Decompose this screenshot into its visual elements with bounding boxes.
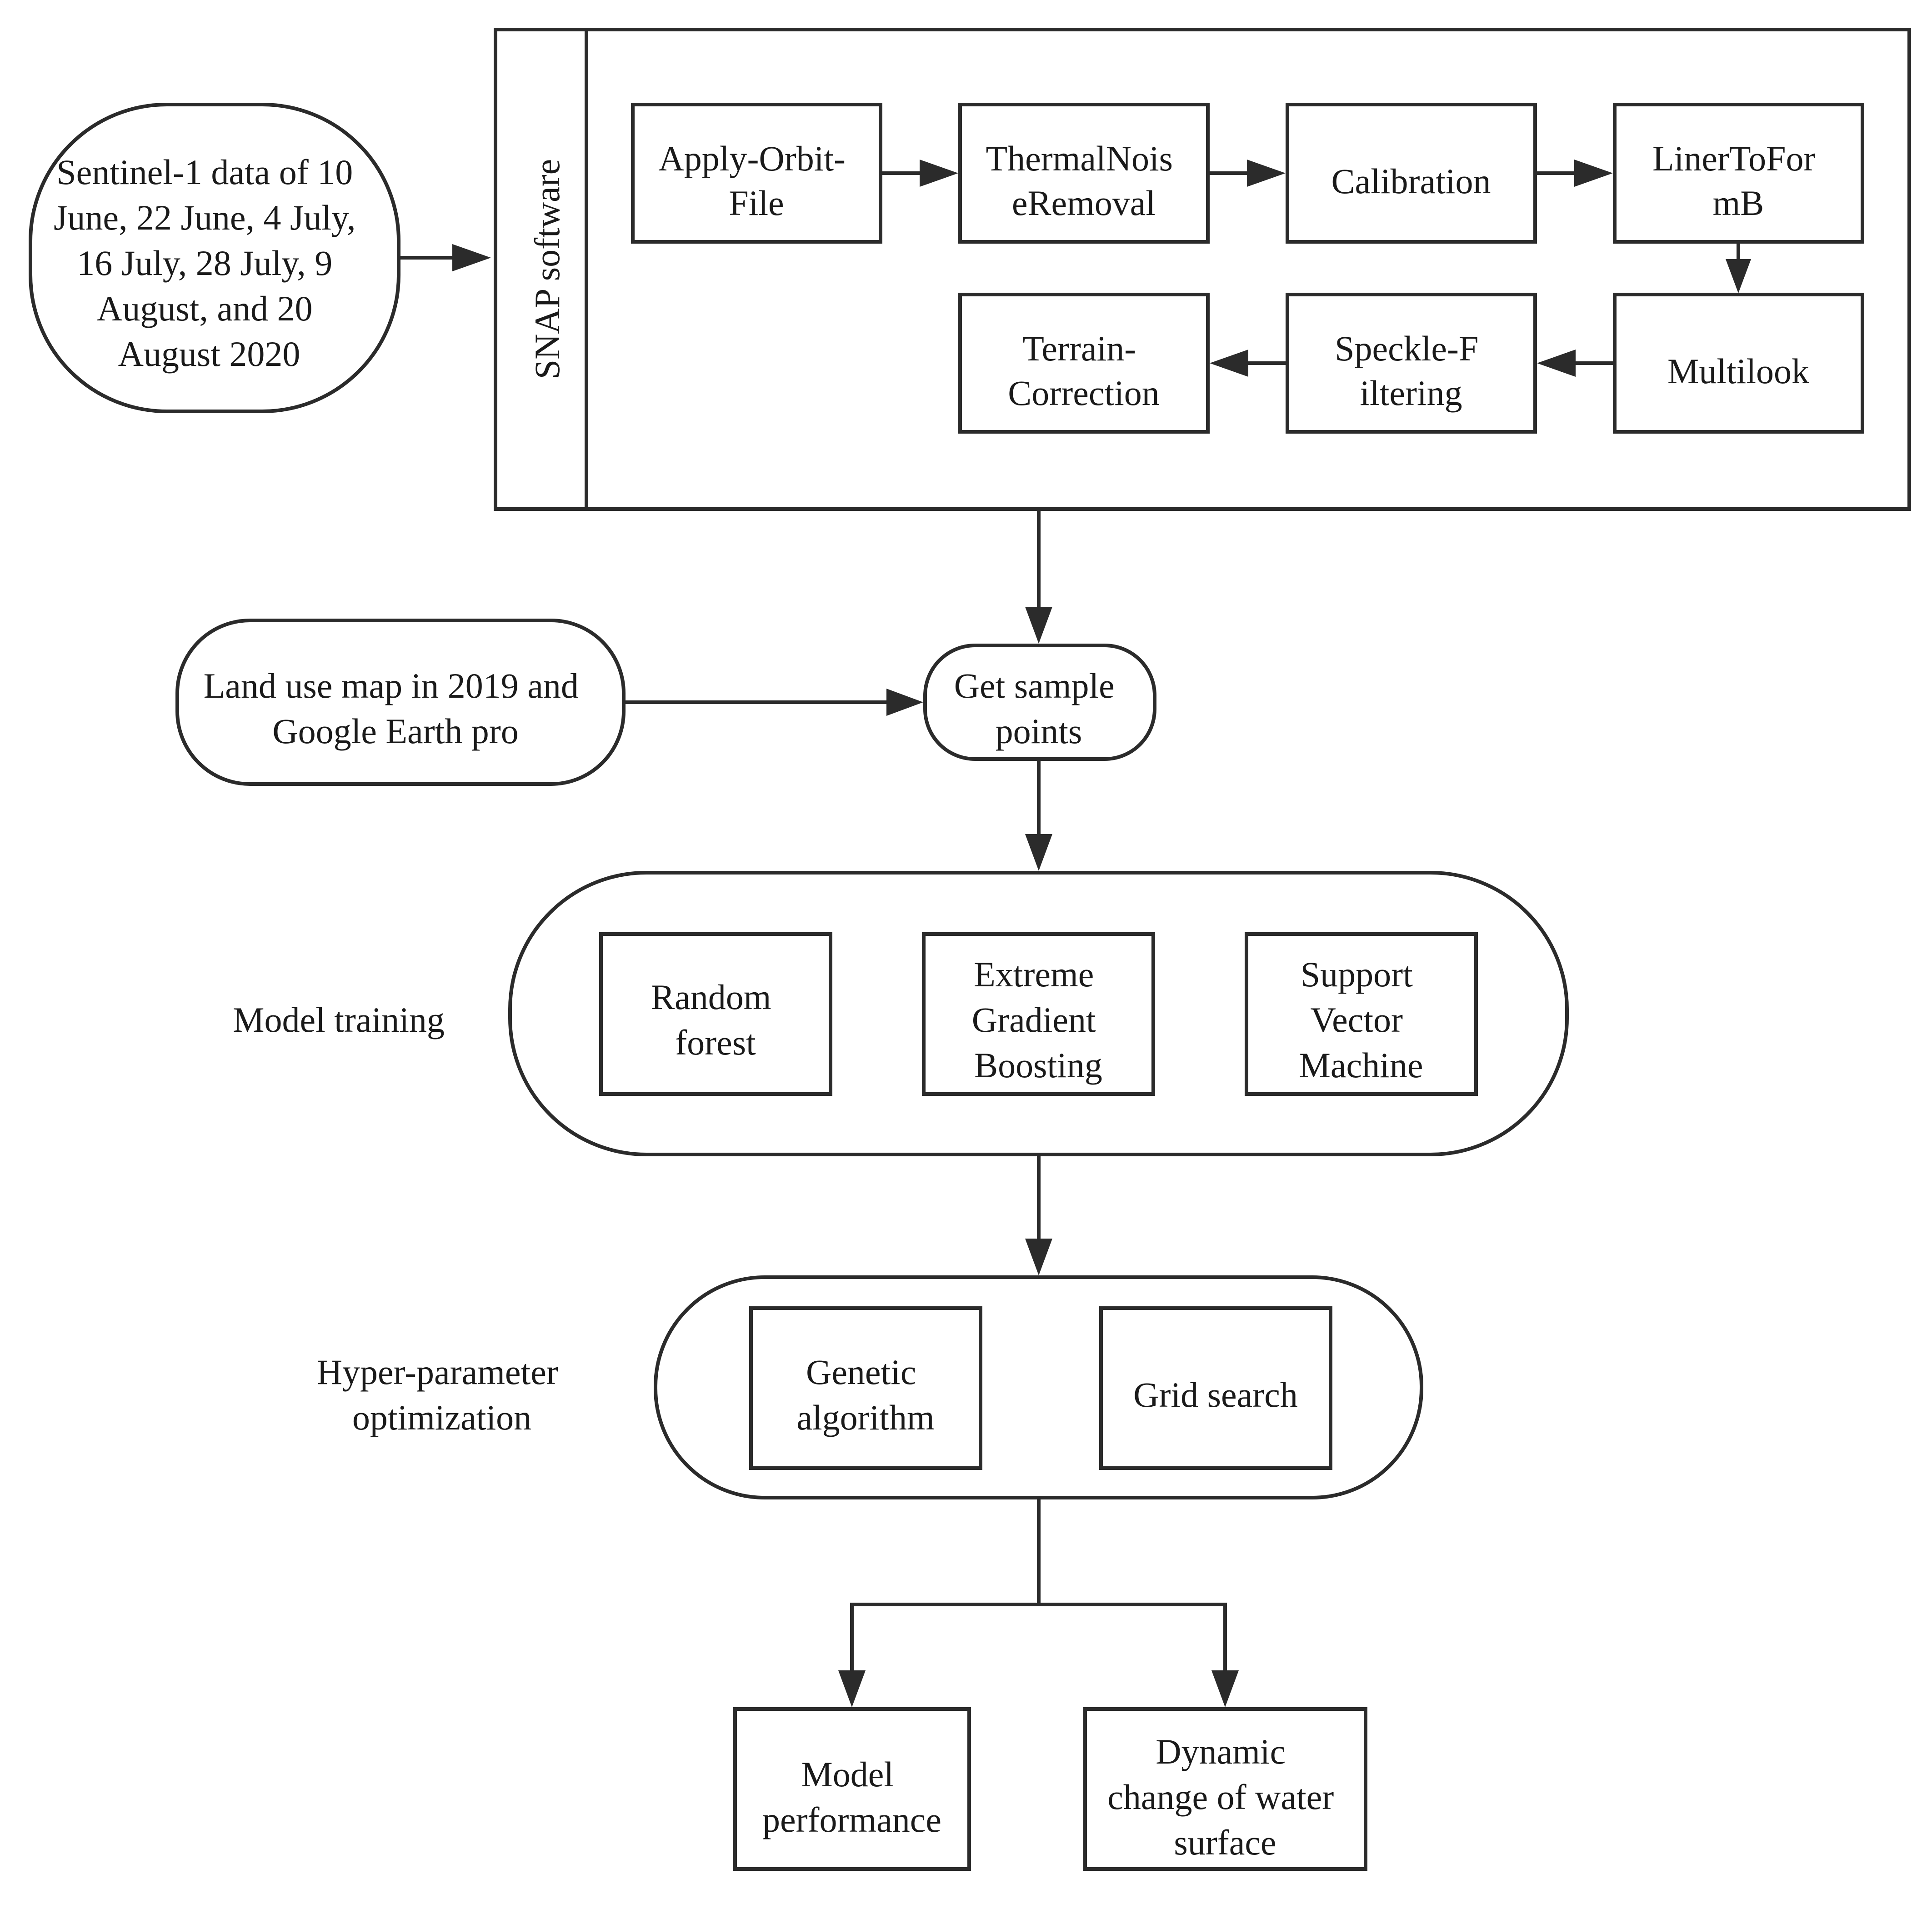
snap-step-terrain-correction: Terrain- Correction bbox=[958, 293, 1210, 434]
svg-text:LinerToFor mB: LinerToFor mB bbox=[1652, 139, 1824, 223]
source-label: Sentinel-1 data of 10 June, 22 June, 4 J… bbox=[54, 152, 365, 374]
output-dynamic-change-water-surface: Dynamic change of water surface bbox=[1083, 1707, 1367, 1871]
arrow-calibration-to-db bbox=[1535, 160, 1613, 187]
arrow-db-to-multilook bbox=[1726, 242, 1751, 293]
snap-step-multilook: Multilook bbox=[1613, 293, 1864, 434]
model-extreme-gradient-boosting: Extreme Gradient Boosting bbox=[922, 932, 1155, 1096]
model-training-label: Model training bbox=[233, 1000, 445, 1039]
sample-points-node: Get sample points bbox=[923, 644, 1156, 761]
snap-container: SNAP software bbox=[494, 28, 1911, 511]
svg-text:Grid search: Grid search bbox=[1133, 1375, 1298, 1414]
model-support-vector-machine: Support Vector Machine bbox=[1245, 932, 1478, 1096]
svg-text:Multilook: Multilook bbox=[1667, 351, 1809, 391]
model-random-forest: Random forest bbox=[599, 932, 832, 1096]
arrow-thermal-to-calibration bbox=[1208, 160, 1286, 187]
arrow-training-to-optimization bbox=[1025, 1154, 1052, 1275]
snap-title: SNAP software bbox=[527, 159, 567, 380]
arrow-speckle-to-terrain bbox=[1210, 350, 1287, 377]
svg-text:Genetic algorithm: Genetic algorithm bbox=[796, 1352, 934, 1437]
landuse-node: Land use map in 2019 and Google Earth pr… bbox=[175, 619, 626, 786]
arrow-optimization-to-outputs bbox=[838, 1498, 1239, 1707]
svg-text:Land use map in 2019 and: Land use map in 2019 and Google Earth pr… bbox=[204, 666, 588, 751]
svg-text:Terrain- Correction: Terrain- Correction bbox=[1008, 329, 1160, 413]
output-model-performance: Model performance bbox=[733, 1707, 971, 1871]
svg-text:Extreme Gradient B: Extreme Gradient Boosting bbox=[972, 955, 1105, 1085]
svg-text:Apply-Orbit- File: Apply-Orbit- File bbox=[658, 139, 854, 223]
svg-text:Random forest: Random forest bbox=[651, 977, 780, 1062]
arrow-landuse-to-sample bbox=[624, 689, 923, 716]
arrow-snap-to-sample bbox=[1025, 509, 1052, 644]
snap-step-speckle-filtering: Speckle-F iltering bbox=[1286, 293, 1537, 434]
snap-step-liner-to-from-db: LinerToFor mB bbox=[1613, 103, 1864, 244]
svg-text:Calibration: Calibration bbox=[1331, 161, 1491, 201]
svg-text:Get sample points: Get sample points bbox=[954, 666, 1124, 751]
svg-text:Speckle-F iltering: Speckle-F iltering bbox=[1335, 329, 1487, 413]
svg-text:ThermalNois eRemoval: ThermalNois eRemoval bbox=[986, 139, 1181, 223]
snap-step-apply-orbit-file: Apply-Orbit- File bbox=[631, 103, 882, 244]
svg-text:Model performance: Model performance bbox=[762, 1754, 941, 1839]
snap-step-calibration: Calibration bbox=[1286, 103, 1537, 244]
arrow-source-to-snap bbox=[399, 244, 491, 271]
optimization-label: Hyper-parameter optimization bbox=[317, 1352, 567, 1437]
arrow-sample-to-training bbox=[1025, 759, 1052, 871]
method-genetic-algorithm: Genetic algorithm bbox=[749, 1306, 982, 1470]
svg-text:Dynamic change of water: Dynamic change of water surface bbox=[1107, 1732, 1343, 1862]
method-grid-search: Grid search bbox=[1099, 1306, 1332, 1470]
arrow-multilook-to-speckle bbox=[1537, 350, 1615, 377]
snap-step-thermal-noise-removal: ThermalNois eRemoval bbox=[958, 103, 1210, 244]
arrow-orbit-to-thermal bbox=[881, 160, 958, 187]
source-node: Sentinel-1 data of 10 June, 22 June, 4 J… bbox=[29, 103, 400, 413]
svg-text:Support Vector Mac: Support Vector Machine bbox=[1299, 955, 1423, 1085]
